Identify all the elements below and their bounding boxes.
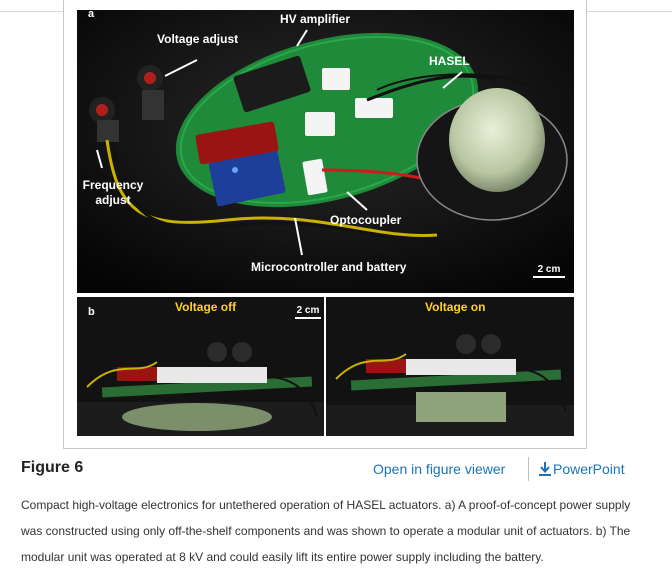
figure-panel-a: a HV amplifier Voltage adjust HASEL Freq… [77, 10, 574, 293]
download-icon [539, 462, 551, 476]
scale-bar-a: 2 cm [533, 264, 565, 278]
frequency-adjust-label: Frequency adjust [82, 178, 144, 207]
open-in-figure-viewer-link[interactable]: Open in figure viewer [373, 461, 506, 477]
scale-bar-b: 2 cm [295, 305, 321, 319]
figure-caption: Compact high-voltage electronics for unt… [21, 498, 631, 564]
voltage-on-photo [326, 297, 574, 436]
powerpoint-label: PowerPoint [553, 461, 625, 477]
scale-bar-b-line [295, 317, 321, 319]
voltage-on-label: Voltage on [425, 300, 486, 314]
panel-b-letter: b [88, 306, 95, 318]
scale-bar-a-text: 2 cm [537, 264, 561, 275]
hasel-label: HASEL [429, 54, 470, 68]
scale-bar-b-text: 2 cm [296, 305, 320, 316]
figure-panel-b-off: b Voltage off 2 cm [77, 297, 324, 436]
optocoupler-label: Optocoupler [330, 213, 402, 227]
voltage-adjust-label: Voltage adjust [157, 32, 239, 46]
figure-title: Figure 6 [21, 459, 84, 476]
voltage-off-label: Voltage off [175, 300, 237, 314]
voltage-off-photo [77, 297, 324, 436]
powerpoint-download-link[interactable]: PowerPoint [538, 461, 625, 477]
panel-a-letter: a [88, 10, 95, 20]
microcontroller-label: Microcontroller and battery [251, 260, 407, 274]
electronics-photo [77, 10, 574, 293]
link-separator [528, 457, 529, 481]
figure-panel-b-on: Voltage on [326, 297, 574, 436]
hv-amplifier-label: HV amplifier [280, 12, 351, 26]
scale-bar-a-line [533, 276, 565, 278]
